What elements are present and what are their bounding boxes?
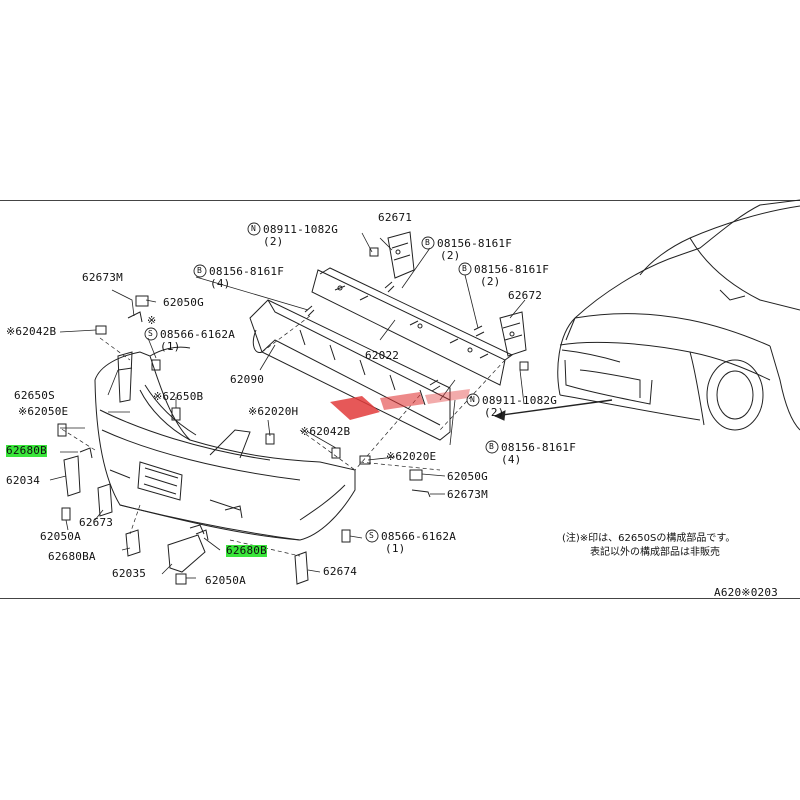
label-08566-low: 08566-6162A	[381, 530, 457, 543]
label-62680b-mid: 62680B	[226, 544, 267, 557]
side-bracket-left	[117, 351, 133, 403]
clips	[57, 295, 431, 585]
label-62050a-mid: 62050A	[205, 574, 246, 587]
label-ref-mark: ※	[147, 314, 157, 327]
label-62680b-left: 62680B	[6, 444, 47, 457]
prefix-s-low-letter: S	[369, 531, 375, 540]
label-08911-top-qty: (2)	[263, 235, 284, 248]
label-62680ba: 62680BA	[48, 550, 96, 563]
label-62090: 62090	[230, 373, 265, 386]
top-border-line	[0, 200, 800, 201]
label-62050a-left: 62050A	[40, 530, 81, 543]
label-62674: 62674	[323, 565, 358, 578]
prefix-s-top	[144, 327, 158, 341]
prefix-b-low	[485, 440, 499, 454]
label-62650b: ※62650B	[153, 390, 204, 403]
dashed-guides	[59, 315, 506, 557]
prefix-b-left-letter: B	[197, 266, 203, 275]
label-08911-right-qty: (2)	[484, 406, 505, 419]
label-08156-left: 08156-8161F	[209, 265, 285, 278]
label-08156-right-qty: (2)	[480, 275, 501, 288]
label-62020e: ※62020E	[386, 450, 437, 463]
label-62042b-mid: ※62042B	[300, 425, 351, 438]
label-62673: 62673	[79, 516, 114, 529]
part-62674	[294, 551, 309, 585]
prefix-n-right	[466, 393, 480, 407]
bumper-fascia	[94, 346, 356, 541]
label-08156-low-qty: (4)	[501, 453, 522, 466]
leader-lines	[49, 232, 526, 579]
prefix-n-top-letter: N	[251, 224, 257, 233]
prefix-b-right	[458, 262, 472, 276]
prefix-b-low-letter: B	[489, 442, 495, 451]
label-08156-left-qty: (4)	[210, 277, 231, 290]
bracket-62671	[387, 231, 415, 279]
prefix-b-right-letter: B	[462, 264, 468, 273]
absorber-62090	[249, 299, 451, 441]
label-62022: 62022	[365, 349, 400, 362]
label-62050g-top: 62050G	[163, 296, 204, 309]
label-62050e: ※62050E	[18, 405, 69, 418]
prefix-n-top	[247, 222, 261, 236]
prefix-b-left	[193, 264, 207, 278]
car-outline	[557, 199, 800, 431]
label-62672: 62672	[508, 289, 543, 302]
retainer-62650b	[139, 384, 197, 441]
part-62673-lower	[97, 483, 113, 517]
watermark-logo	[330, 389, 470, 420]
bottom-border-line	[0, 598, 800, 599]
prefix-s-low	[365, 529, 379, 543]
prefix-n-right-letter: N	[470, 395, 476, 404]
reinforcement-62022	[311, 267, 513, 386]
part-62034	[63, 455, 81, 497]
label-62020h: ※62020H	[248, 405, 299, 418]
direction-arrow	[494, 399, 613, 417]
label-62042b-left: ※62042B	[6, 325, 57, 338]
figure-code: A620※0203	[714, 586, 778, 599]
label-08566-top-qty: (1)	[160, 340, 181, 353]
prefix-s-top-letter: S	[148, 329, 154, 338]
label-08156-top: 08156-8161F	[437, 237, 513, 250]
label-08156-top-qty: (2)	[440, 249, 461, 262]
label-62671: 62671	[378, 211, 413, 224]
label-62035: 62035	[112, 567, 147, 580]
label-08566-top: 08566-6162A	[160, 328, 236, 341]
note-line-1: (注)※印は、62650Sの構成部品です。	[562, 533, 736, 544]
label-62034: 62034	[6, 474, 41, 487]
label-62050g-mid: 62050G	[447, 470, 488, 483]
label-08911-right: 08911-1082G	[482, 394, 558, 407]
label-08156-low: 08156-8161F	[501, 441, 577, 454]
prefix-b-top	[421, 236, 435, 250]
label-62650s: 62650S	[14, 389, 55, 402]
bracket-62672	[499, 311, 527, 357]
label-08911-top: 08911-1082G	[263, 223, 339, 236]
label-62673m-mid: 62673M	[447, 488, 488, 501]
label-08156-right: 08156-8161F	[474, 263, 550, 276]
prefix-b-top-letter: B	[425, 238, 431, 247]
note-line-2: 表記以外の構成部品は非販売	[590, 547, 720, 558]
label-08566-low-qty: (1)	[385, 542, 406, 555]
label-62673m-top: 62673M	[82, 271, 123, 284]
